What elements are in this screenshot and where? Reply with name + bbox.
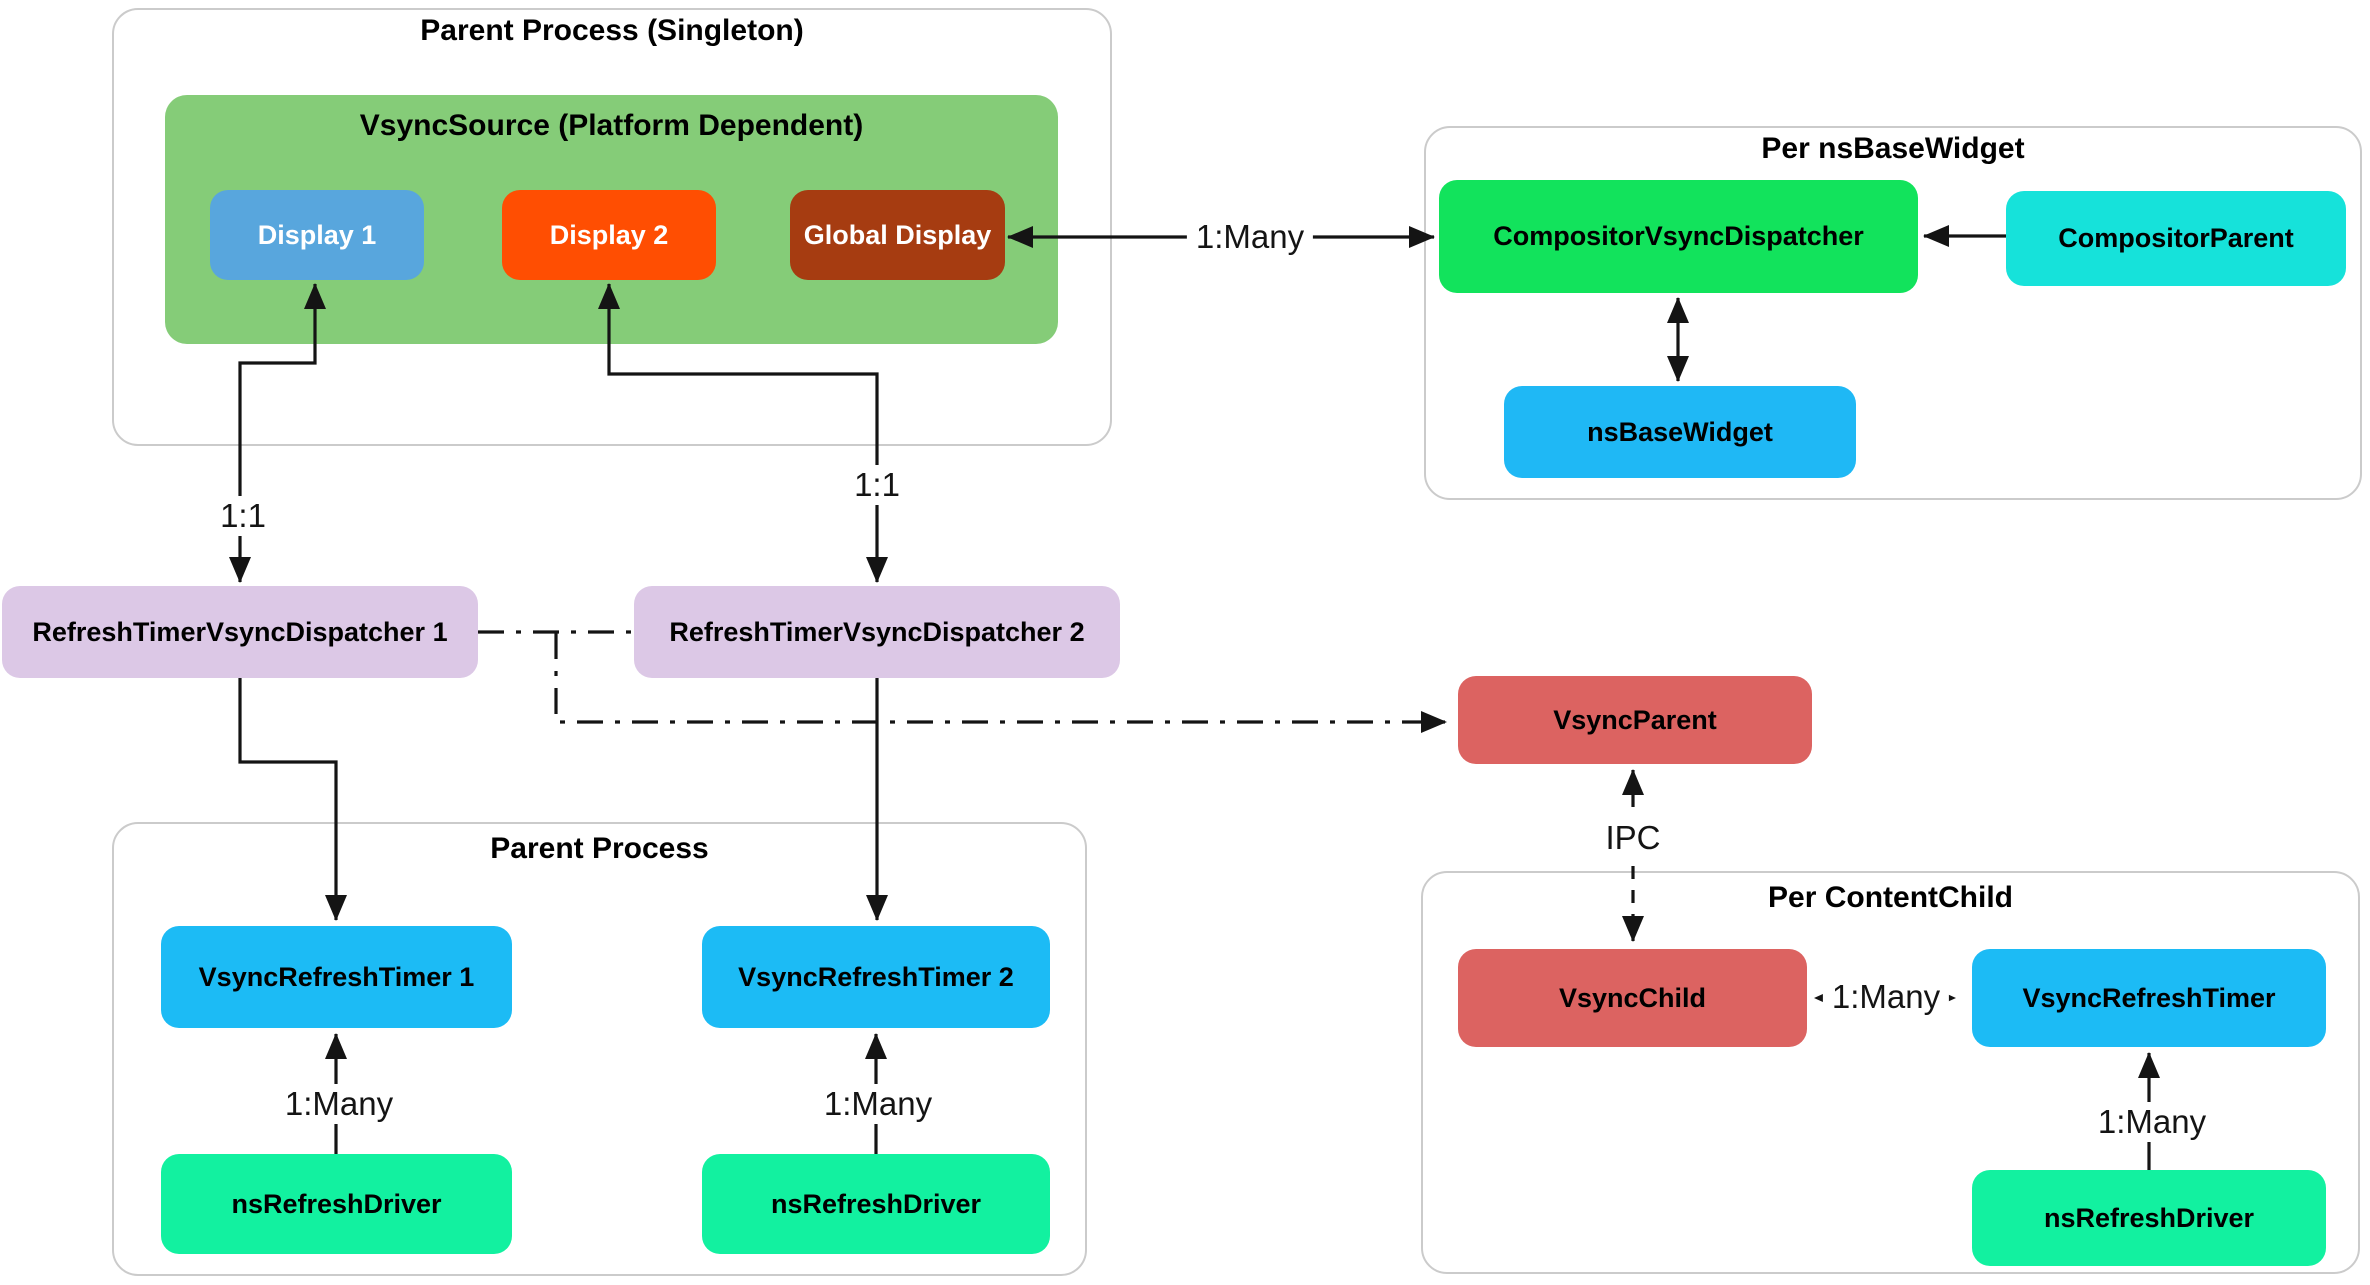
container-title-parent-process-singleton: Parent Process (Singleton) [420, 14, 804, 47]
node-vsync-child: VsyncChild [1458, 949, 1807, 1047]
container-title-parent-process: Parent Process [490, 832, 709, 865]
container-title-per-contentchild: Per ContentChild [1768, 881, 2013, 914]
node-vsync-refresh-timer-2: VsyncRefreshTimer 2 [702, 926, 1050, 1028]
edge-label-ipc: IPC [1596, 818, 1670, 858]
connector-rtvd-vsyncparent-dashdot [554, 633, 1447, 733]
container-title-per-nsbasewidget: Per nsBaseWidget [1761, 132, 2025, 165]
connector-display2-rtvd2 [598, 283, 888, 583]
node-vsync-parent: VsyncParent [1458, 676, 1812, 764]
node-ns-base-widget: nsBaseWidget [1504, 386, 1856, 478]
node-vsync-refresh-timer-1: VsyncRefreshTimer 1 [161, 926, 512, 1028]
node-display-1: Display 1 [210, 190, 424, 280]
node-ns-refresh-driver-contentchild: nsRefreshDriver [1972, 1170, 2326, 1266]
node-refresh-timer-vsync-dispatcher-1: RefreshTimerVsyncDispatcher 1 [2, 586, 478, 678]
node-vsync-refresh-timer-contentchild: VsyncRefreshTimer [1972, 949, 2326, 1047]
node-refresh-timer-vsync-dispatcher-2: RefreshTimerVsyncDispatcher 2 [634, 586, 1120, 678]
node-display-2: Display 2 [502, 190, 716, 280]
edge-label-globaldisplay-cvd: 1:Many [1186, 217, 1314, 257]
connector-display1-rtvd1 [229, 283, 326, 583]
edge-label-display1-rtvd1: 1:1 [211, 496, 275, 536]
node-ns-refresh-driver-2: nsRefreshDriver [702, 1154, 1050, 1254]
node-ns-refresh-driver-1: nsRefreshDriver [161, 1154, 512, 1254]
edge-label-vsyncchild-vrtcc: 1:Many [1822, 977, 1950, 1017]
edge-label-nrdcc-vrtcc: 1:Many [2088, 1102, 2216, 1142]
edge-label-display2-rtvd2: 1:1 [845, 465, 909, 505]
node-global-display: Global Display [790, 190, 1005, 280]
connector-rtvd1-vrt1 [238, 678, 347, 921]
node-compositor-parent: CompositorParent [2006, 191, 2346, 286]
edge-label-nrd2-vrt2: 1:Many [814, 1084, 942, 1124]
edge-label-nrd1-vrt1: 1:Many [275, 1084, 403, 1124]
node-compositor-vsync-dispatcher: CompositorVsyncDispatcher [1439, 180, 1918, 293]
